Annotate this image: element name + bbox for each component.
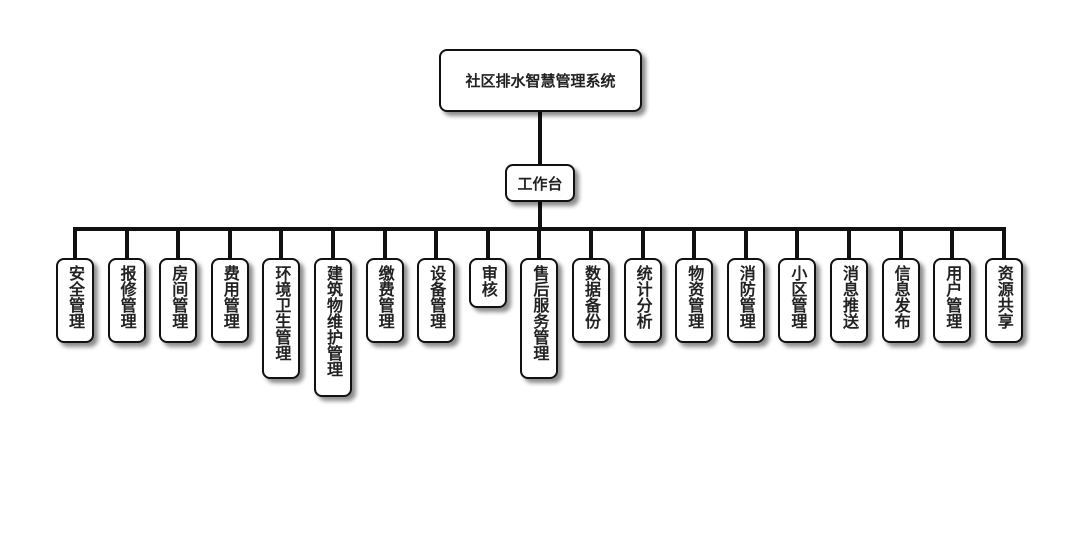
connector-module (743, 229, 748, 259)
hub-node[interactable]: 工作台 (505, 164, 575, 202)
connector-module (589, 229, 593, 259)
connector-module (176, 229, 181, 259)
module-label: 费用管理 (220, 265, 240, 329)
connector-module (485, 229, 490, 259)
module-label: 房间管理 (169, 265, 189, 329)
module-label: 环境卫生管理 (272, 265, 292, 361)
module-label: 安全管理 (66, 265, 85, 329)
module-label: 售后服务管理 (530, 265, 550, 361)
connector-module (124, 229, 129, 259)
module-node[interactable]: 统计分析 (623, 258, 662, 344)
module-label: 消息推送 (840, 265, 859, 329)
module-node[interactable]: 建筑物维护管理 (314, 258, 352, 397)
connector-module (279, 229, 284, 259)
module-label: 缴费管理 (375, 265, 395, 329)
connector-module (537, 229, 542, 259)
module-node[interactable]: 消防管理 (726, 258, 765, 344)
connector-module (692, 229, 697, 259)
module-label: 设备管理 (427, 265, 447, 329)
connector-module (950, 229, 955, 259)
connector-module (640, 229, 645, 259)
module-node[interactable]: 环境卫生管理 (262, 258, 301, 379)
module-node[interactable]: 消息推送 (830, 258, 868, 344)
module-label: 信息发布 (891, 265, 911, 329)
module-node[interactable]: 物资管理 (675, 258, 714, 344)
connector-module (382, 229, 387, 259)
module-node[interactable]: 报修管理 (107, 258, 146, 344)
module-node[interactable]: 房间管理 (159, 258, 198, 344)
module-node[interactable]: 信息发布 (881, 258, 920, 344)
connector-module (1001, 229, 1006, 259)
connector-module (434, 229, 439, 259)
connector-module (898, 229, 903, 259)
module-node[interactable]: 资源共享 (984, 258, 1023, 344)
module-node[interactable]: 缴费管理 (365, 258, 404, 344)
connector-module (227, 229, 232, 259)
module-node[interactable]: 费用管理 (210, 258, 249, 344)
module-label: 报修管理 (117, 265, 137, 329)
module-node[interactable]: 售后服务管理 (520, 258, 559, 379)
connector-module (331, 229, 335, 259)
module-label: 资源共享 (994, 265, 1014, 329)
connector-root-hub (538, 112, 542, 164)
module-node[interactable]: 小区管理 (778, 258, 817, 344)
root-node[interactable]: 社区排水智慧管理系统 (439, 49, 642, 112)
connector-module (795, 229, 800, 259)
root-label: 社区排水智慧管理系统 (465, 72, 616, 90)
module-node[interactable]: 审核 (468, 258, 507, 308)
module-label: 物资管理 (685, 265, 705, 329)
module-node[interactable]: 数据备份 (572, 258, 610, 344)
module-label: 建筑物维护管理 (324, 265, 343, 377)
module-node[interactable]: 设备管理 (417, 258, 456, 344)
module-node[interactable]: 用户管理 (933, 258, 972, 344)
module-label: 数据备份 (582, 265, 601, 329)
connector-module (847, 229, 851, 259)
connector-module (73, 229, 77, 259)
module-label: 审核 (478, 265, 498, 297)
module-label: 小区管理 (788, 265, 808, 329)
connector-hub-bus (538, 202, 542, 230)
module-node[interactable]: 安全管理 (56, 258, 94, 344)
module-label: 用户管理 (943, 265, 963, 329)
module-label: 统计分析 (633, 265, 653, 329)
hub-label: 工作台 (517, 174, 563, 193)
module-label: 消防管理 (736, 265, 756, 329)
